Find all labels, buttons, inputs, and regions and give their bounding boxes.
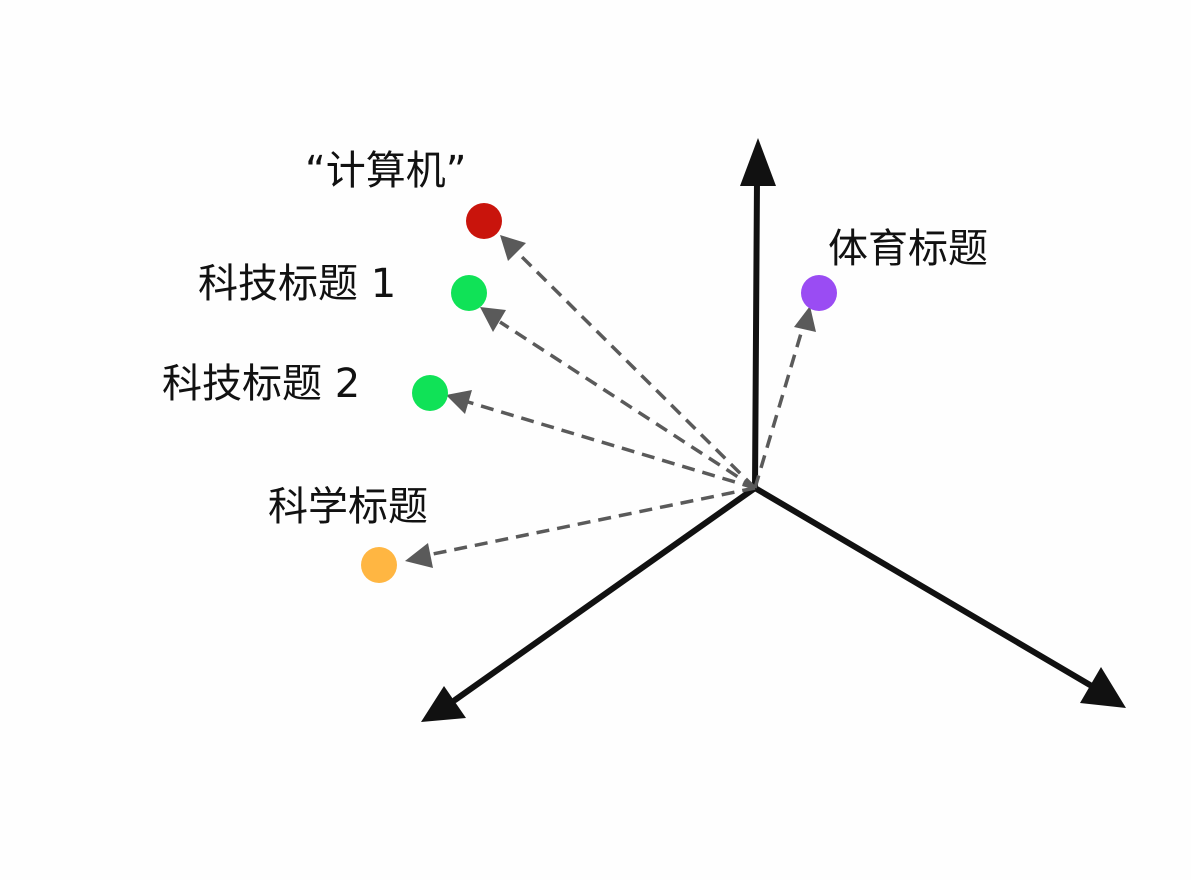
label-science-title: 科学标题 (268, 484, 428, 530)
vector-tech-title-2 (467, 400, 756, 490)
vector-sports-title-arrowhead-icon (794, 306, 816, 332)
vector-science-title (427, 486, 756, 557)
label-tech-title-1: 科技标题 1 (198, 261, 397, 307)
vector-sports-title (753, 329, 804, 489)
point-computer (466, 203, 502, 239)
vector-computer-arrowhead-icon (500, 235, 526, 261)
axis-vertical-arrowhead-icon (740, 138, 776, 186)
vector-science-title-arrowhead-icon (405, 543, 433, 568)
label-computer: “计算机” (305, 148, 467, 194)
point-tech-title-1 (451, 275, 487, 311)
points (361, 203, 837, 583)
axis-lower-right (752, 485, 1093, 688)
vector-tech-title-1-arrowhead-icon (480, 307, 506, 332)
axis-lower-right-arrowhead-icon (1080, 667, 1126, 708)
vector-tech-title-1 (499, 320, 756, 490)
vector-tech-title-2-arrowhead-icon (446, 390, 472, 414)
label-sports-title: 体育标题 (828, 226, 988, 272)
axis-lower-left-arrowhead-icon (421, 686, 466, 722)
vectors (405, 235, 816, 568)
point-science-title (361, 547, 397, 583)
axis-vertical (752, 177, 760, 491)
vector-computer (518, 253, 757, 490)
point-sports-title (801, 275, 837, 311)
point-tech-title-2 (412, 375, 448, 411)
axis-lower-left (452, 485, 758, 703)
axes (421, 138, 1126, 722)
label-tech-title-2: 科技标题 2 (162, 361, 361, 407)
